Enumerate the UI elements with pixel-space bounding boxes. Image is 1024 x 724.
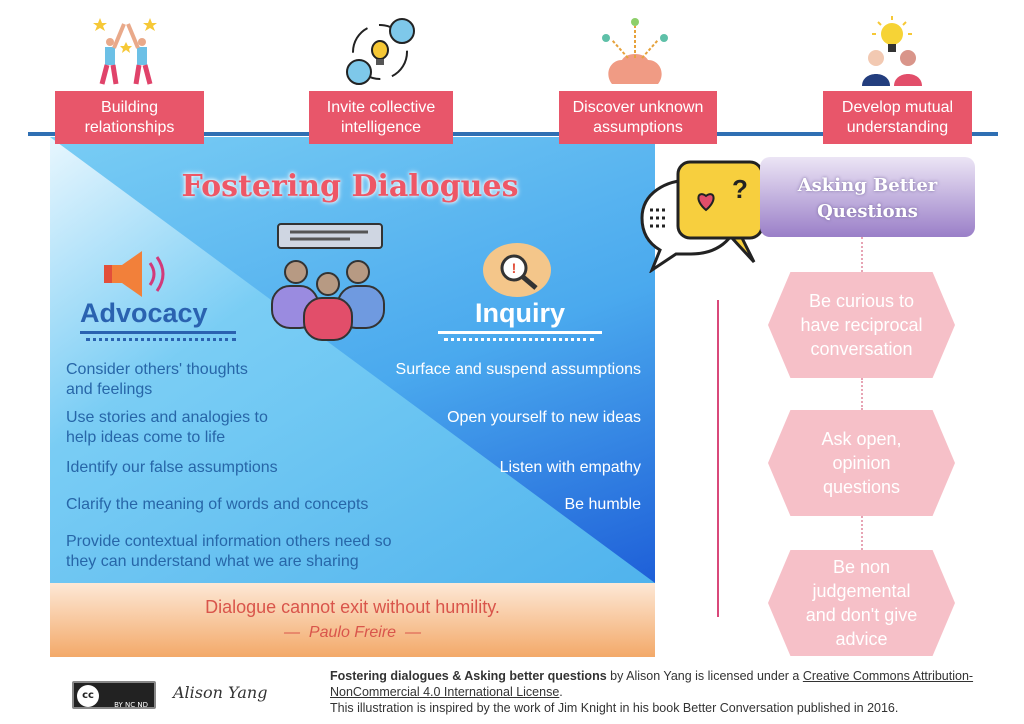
inquiry-heading: Inquiry — [474, 298, 565, 328]
high-five-icon — [93, 18, 157, 85]
work-title: Fostering dialogues & Asking better ques… — [330, 669, 607, 683]
question-tip-2: Ask open, opinion questions — [768, 410, 955, 516]
inspiration-note: This illustration is inspired by the wor… — [330, 701, 899, 715]
advocacy-item: Clarify the meaning of words and concept… — [66, 496, 369, 513]
shared-lightbulb-icon — [862, 16, 922, 86]
inquiry-item: Open yourself to new ideas — [447, 409, 641, 426]
advocacy-item: Consider others' thoughts and feelings — [66, 361, 248, 398]
panel-title: Fostering Dialogues — [181, 169, 519, 204]
step-invite-collective-intelligence: Invite collective intelligence — [309, 91, 453, 144]
group-conversation-icon — [271, 223, 385, 341]
advocacy-heading: Advocacy — [80, 298, 208, 328]
chat-bubbles-icon: ? — [640, 160, 764, 273]
question-tip-3: Be non judgemental and don't give advice — [768, 550, 955, 656]
quote-author: Paulo Freire — [308, 624, 397, 641]
inquiry-item: Listen with empathy — [499, 459, 641, 476]
quote-author-line: — Paulo Freire — — [284, 624, 421, 641]
question-tip-1: Be curious to have reciprocal conversati… — [768, 272, 955, 378]
step-building-relationships: Building relationships — [55, 91, 204, 144]
asking-better-questions-title: Asking Better Questions — [760, 157, 975, 237]
divider — [80, 331, 236, 334]
advocacy-item: Use stories and analogies to help ideas … — [66, 409, 268, 446]
quote-band: Dialogue cannot exit without humility. —… — [50, 583, 655, 657]
svg-text:!: ! — [512, 260, 517, 276]
vertical-divider — [717, 300, 719, 617]
inquiry-section: Inquiry — [438, 298, 602, 341]
quote-text: Dialogue cannot exit without humility. — [205, 597, 500, 617]
connector-dots — [861, 378, 863, 410]
advocacy-item: Identify our false assumptions — [66, 459, 278, 476]
fostering-dialogues-panel: Fostering Dialogues ! Advocacy Inquiry C… — [50, 137, 655, 583]
megaphone-icon — [104, 251, 165, 297]
advocacy-item: Provide contextual information others ne… — [66, 533, 392, 570]
connector-dots — [861, 516, 863, 550]
signature: Alison Yang — [173, 683, 268, 702]
step-develop-mutual-understanding: Develop mutual understanding — [823, 91, 972, 144]
advocacy-section: Advocacy — [80, 298, 236, 341]
divider — [438, 331, 602, 334]
cc-license-badge: cc BY NC ND — [72, 681, 156, 709]
license-text: Fostering dialogues & Asking better ques… — [330, 669, 974, 715]
collective-idea-icon — [346, 18, 415, 85]
diagonal-shade — [50, 137, 655, 583]
attribution: by Alison Yang is licensed under a — [606, 669, 803, 683]
connector-dots — [861, 237, 863, 272]
license-link[interactable]: Creative Commons Attribution-NonCommerci… — [330, 669, 974, 699]
brain-ideas-icon — [602, 18, 668, 84]
timeline-line — [28, 132, 998, 136]
inquiry-item: Surface and suspend assumptions — [395, 361, 641, 378]
divider-dots — [86, 338, 236, 341]
magnifier-icon: ! — [483, 243, 551, 297]
step-discover-unknown-assumptions: Discover unknown assumptions — [559, 91, 717, 144]
cc-badge-text: BY NC ND — [114, 701, 148, 709]
svg-text:?: ? — [732, 174, 748, 204]
divider-dots — [444, 338, 594, 341]
inquiry-item: Be humble — [564, 496, 642, 513]
